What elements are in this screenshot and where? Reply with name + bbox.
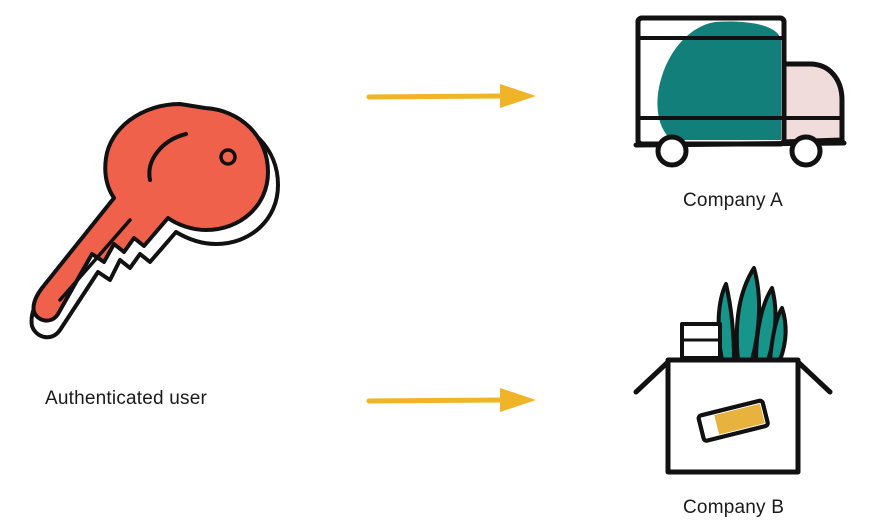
arrow-head bbox=[500, 388, 536, 412]
key-body bbox=[31, 102, 270, 323]
box-sticker-outline bbox=[696, 398, 770, 443]
arrow-to-company-b bbox=[366, 388, 536, 412]
box-with-plant-icon bbox=[633, 266, 833, 475]
key-highlight bbox=[147, 132, 188, 182]
truck-cab bbox=[779, 61, 845, 145]
truck-wheel-front bbox=[789, 134, 823, 168]
truck-wheel-rear bbox=[655, 134, 689, 168]
box-flap-right bbox=[795, 359, 833, 395]
arrow-shaft bbox=[366, 397, 508, 404]
key-hole bbox=[219, 148, 237, 166]
arrow-shaft bbox=[366, 93, 508, 100]
company-a-label: Company A bbox=[683, 190, 784, 211]
arrow-head bbox=[500, 84, 536, 108]
truck-teal-blob bbox=[657, 21, 781, 140]
truck-icon bbox=[633, 15, 847, 168]
arrow-to-company-a bbox=[366, 84, 536, 108]
plant-leaf bbox=[768, 306, 788, 362]
company-b-label: Company B bbox=[683, 497, 785, 518]
box-flap-left bbox=[633, 359, 671, 395]
authenticated-user-label: Authenticated user bbox=[45, 388, 208, 409]
key-shaft-line bbox=[58, 218, 132, 302]
key-icon bbox=[29, 102, 280, 340]
box-sticker-fill bbox=[714, 403, 765, 435]
